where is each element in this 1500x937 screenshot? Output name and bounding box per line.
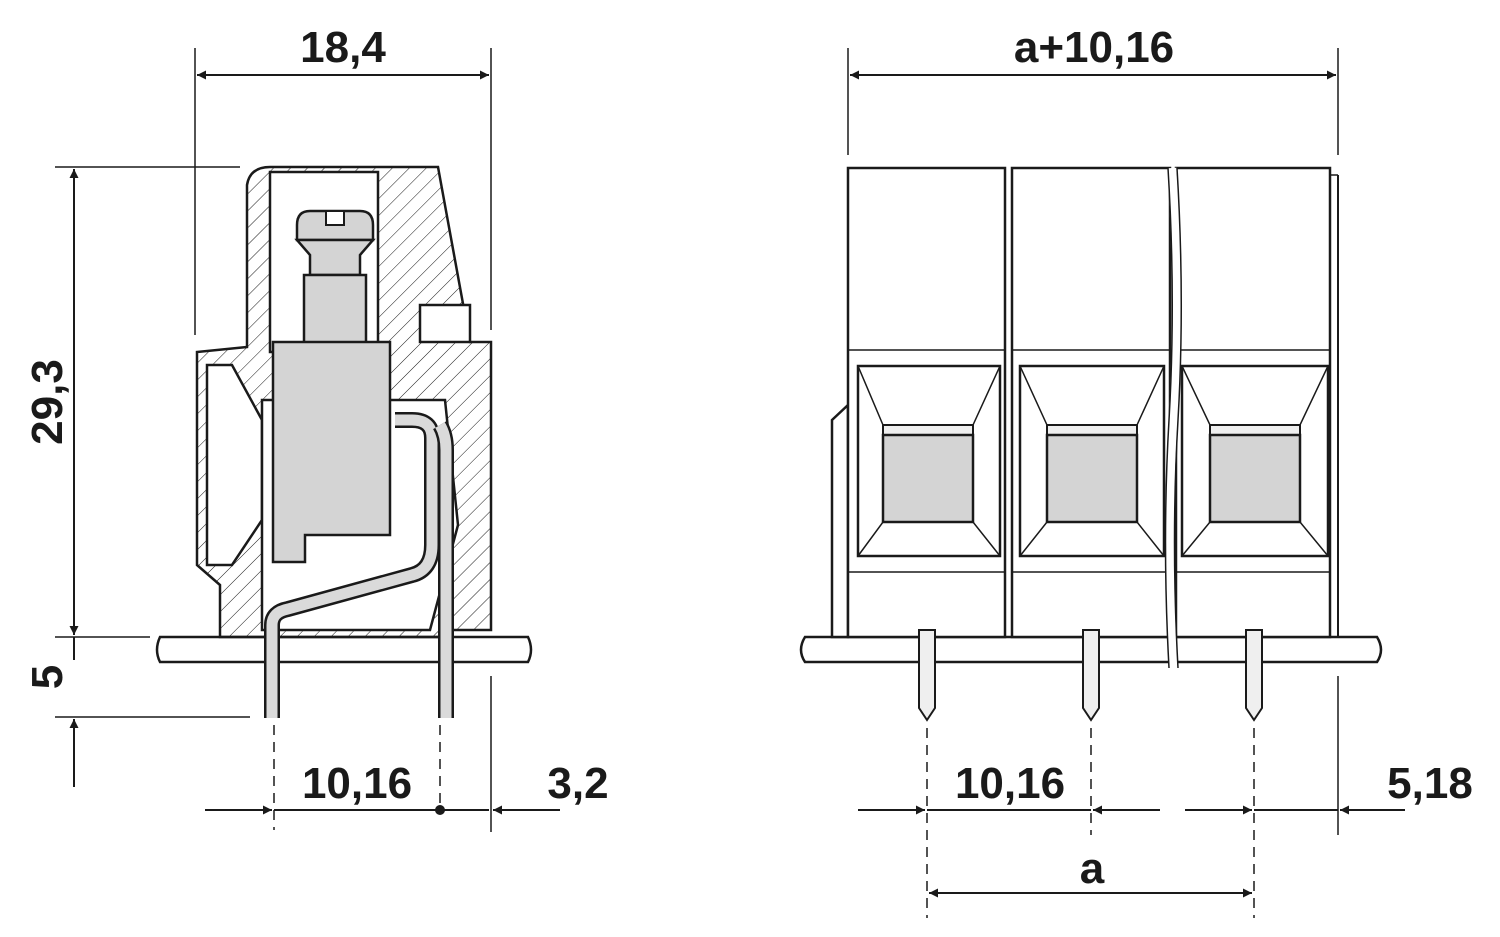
- front-pitch-dim-label: 10,16: [955, 759, 1065, 808]
- screw-slot: [325, 210, 345, 226]
- break-line-right: [1173, 167, 1183, 669]
- solder-pin-left: [266, 414, 438, 718]
- block-2-clamp-top: [1046, 424, 1138, 436]
- front-view: a+10,16: [799, 23, 1473, 918]
- offset-dim-label: 3,2: [547, 759, 608, 808]
- height-dim-label: 29,3: [23, 359, 72, 445]
- pin-dim-label: 5: [23, 665, 72, 689]
- terminal-block-2: [1010, 166, 1172, 639]
- break-line-left: [1164, 167, 1174, 669]
- front-pin-3: [1245, 629, 1263, 722]
- terminal-block-3: [1174, 166, 1332, 639]
- front-pin-1: [918, 629, 936, 722]
- span-dim-label: a: [1080, 844, 1105, 893]
- block-2-wire-opening: [1045, 433, 1139, 524]
- side-view: 18,4 29,3 5: [23, 23, 609, 832]
- solder-pin-right: [435, 422, 452, 718]
- front-pin-2: [1082, 629, 1100, 722]
- block-3-clamp-top: [1209, 424, 1301, 436]
- block-1-wire-opening: [881, 433, 975, 524]
- total-width-dim-label: a+10,16: [1014, 23, 1174, 72]
- pcb-board: [155, 635, 533, 664]
- side-flange: [830, 402, 850, 639]
- pitch-dim-label: 10,16: [302, 759, 412, 808]
- edge-dim-label: 5,18: [1387, 759, 1473, 808]
- terminal-block-1: [846, 166, 1007, 639]
- front-pins: [918, 629, 1263, 722]
- pcb-board-front-right: [1173, 635, 1383, 664]
- clamp-block: [271, 340, 392, 564]
- break-line-gap: [1165, 167, 1181, 669]
- pcb-board-front-left: [799, 635, 1172, 664]
- block-1-clamp-top: [882, 424, 974, 436]
- right-slot: [418, 303, 472, 344]
- screw-shaft: [302, 273, 368, 347]
- width-dim-label: 18,4: [300, 23, 386, 72]
- block-3-wire-opening: [1208, 433, 1302, 524]
